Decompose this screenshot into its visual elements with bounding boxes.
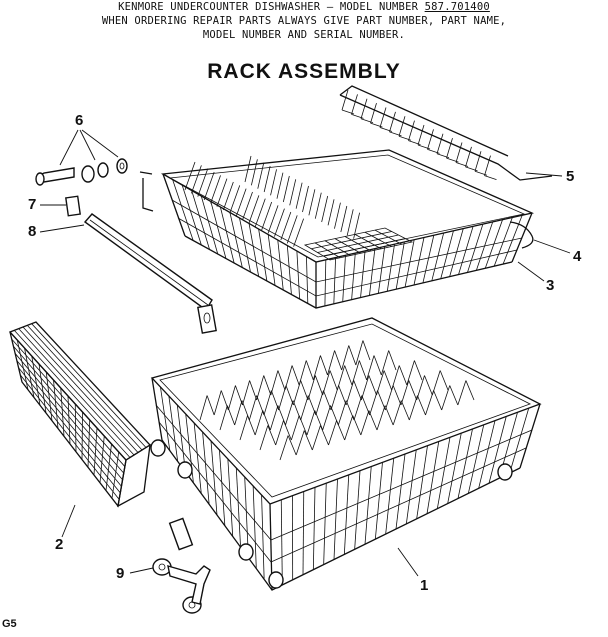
callout-1: 1 bbox=[420, 577, 428, 594]
leader-3 bbox=[517, 261, 545, 282]
callout-7: 7 bbox=[28, 196, 36, 213]
header-line-3: MODEL NUMBER AND SERIAL NUMBER. bbox=[202, 29, 406, 41]
callout-6: 6 bbox=[75, 112, 83, 129]
rail-end-clip bbox=[40, 195, 81, 217]
leader-5 bbox=[525, 172, 563, 177]
wheel-assembly bbox=[129, 517, 211, 614]
corner-code: G5 bbox=[2, 618, 17, 630]
rack-track bbox=[39, 213, 217, 334]
diagram-header: KENMORE UNDERCOUNTER DISHWASHER – MODEL … bbox=[0, 0, 608, 42]
folding-cup-shelf bbox=[339, 85, 553, 181]
callout-4: 4 bbox=[573, 248, 582, 265]
leader-4 bbox=[533, 239, 571, 254]
roller-hardware bbox=[35, 129, 128, 186]
silverware-basket bbox=[8, 321, 152, 538]
diagram-title: RACK ASSEMBLY bbox=[207, 60, 401, 83]
header-line-2: WHEN ORDERING REPAIR PARTS ALWAYS GIVE P… bbox=[101, 15, 507, 27]
callout-9: 9 bbox=[116, 565, 124, 582]
header-line-1: KENMORE UNDERCOUNTER DISHWASHER – MODEL … bbox=[0, 0, 608, 14]
callout-3: 3 bbox=[546, 277, 554, 294]
lower-rack bbox=[150, 317, 542, 591]
header-line-1-prefix: KENMORE UNDERCOUNTER DISHWASHER – MODEL … bbox=[118, 1, 425, 13]
upper-rack bbox=[139, 149, 535, 309]
callout-8: 8 bbox=[28, 223, 36, 240]
rack-rail bbox=[509, 221, 534, 249]
callout-5: 5 bbox=[566, 168, 574, 185]
model-number: 587.701400 bbox=[424, 1, 490, 13]
callout-2: 2 bbox=[55, 536, 63, 553]
